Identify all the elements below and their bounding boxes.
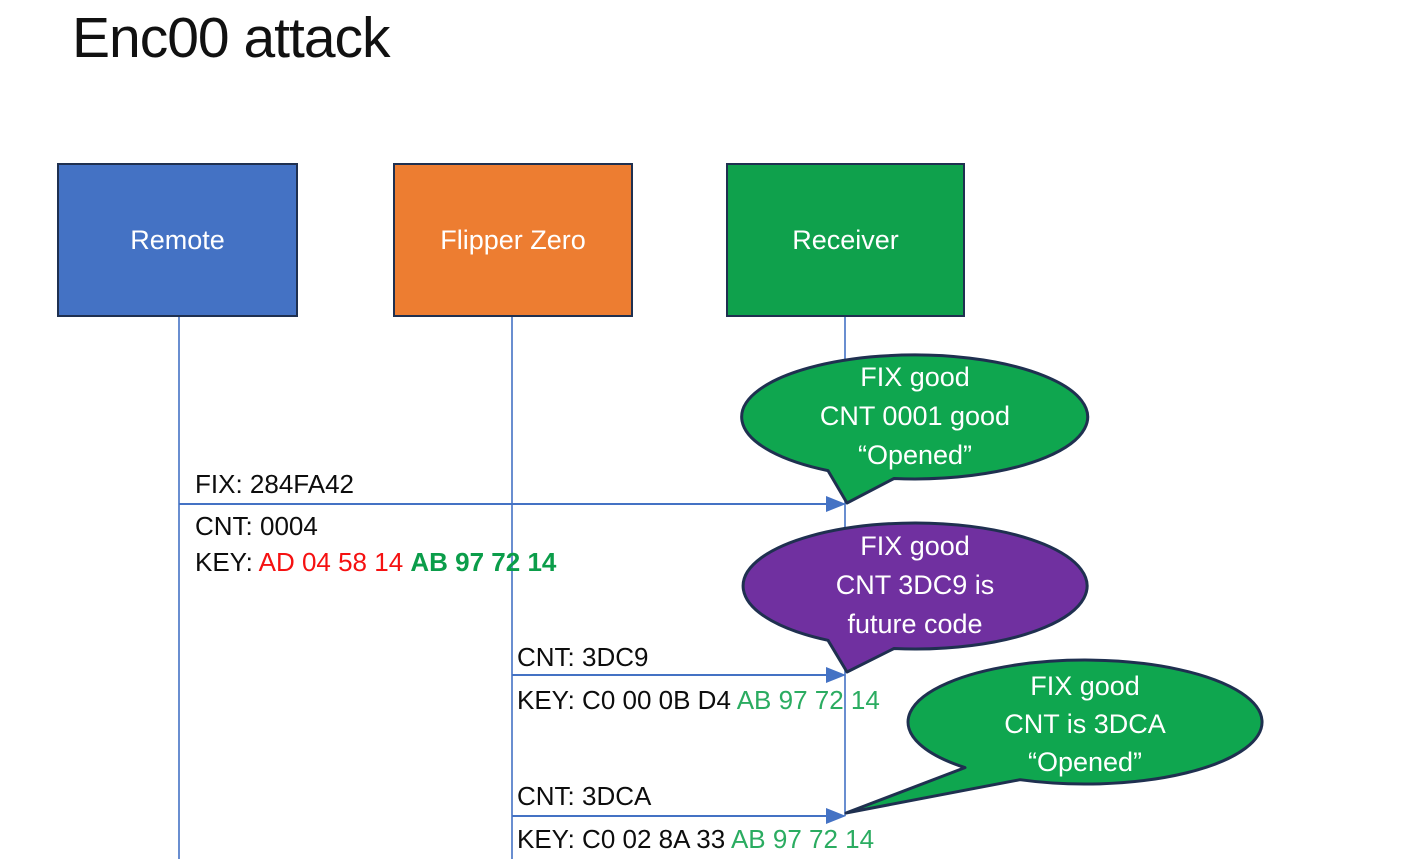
message-3-cnt-label: CNT: 3DCA	[517, 781, 652, 811]
callout-2-line-1: FIX good	[860, 531, 970, 561]
actor-box-flipper-zero: Flipper Zero	[393, 163, 633, 317]
message-2-key-fixed-part: AB 97 72 14	[736, 685, 880, 715]
message-2-cnt-label: CNT: 3DC9	[517, 642, 649, 672]
message-3-key-label: KEY: C0 02 8A 33 AB 97 72 14	[517, 824, 874, 854]
message-3-key-fixed-part: AB 97 72 14	[730, 824, 875, 854]
callout-2-text: FIX good CNT 3DC9 is future code	[743, 527, 1087, 644]
callout-3-line-3: “Opened”	[1027, 747, 1143, 777]
message-1-arrowhead-icon	[826, 496, 846, 512]
callout-3-text: FIX good CNT is 3DCA “Opened”	[908, 667, 1262, 781]
callout-3-shape	[844, 658, 1264, 815]
message-3-key-prefix: KEY: C0 02 8A 33	[517, 824, 731, 854]
message-2-key-prefix: KEY: C0 00 0B D4	[517, 685, 737, 715]
callout-3-line-1: FIX good	[1030, 671, 1140, 701]
actor-box-remote: Remote	[57, 163, 298, 317]
message-1-key-prefix: KEY:	[195, 547, 259, 577]
message-1-cnt-label: CNT: 0004	[195, 511, 318, 541]
actor-box-receiver: Receiver	[726, 163, 965, 317]
callout-2-shape	[741, 521, 1089, 674]
actor-label-remote: Remote	[130, 224, 225, 255]
actor-label-receiver: Receiver	[792, 224, 899, 255]
callout-2-line-3: future code	[847, 609, 983, 639]
message-1-key-label: KEY: AD 04 58 14 AB 97 72 14	[195, 547, 556, 577]
message-1-key-rolling-part: AD 04 58 14	[258, 547, 411, 577]
message-1-fix-label: FIX: 284FA42	[195, 469, 354, 499]
slide-title: Enc00 attack	[72, 6, 391, 70]
callout-1-line-3: “Opened”	[857, 440, 973, 470]
actor-label-flipper-zero: Flipper Zero	[440, 224, 586, 255]
callout-1-line-1: FIX good	[860, 362, 970, 392]
message-3-arrowhead-icon	[826, 808, 846, 824]
message-2-key-label: KEY: C0 00 0B D4 AB 97 72 14	[517, 685, 880, 715]
callout-1-shape	[740, 353, 1090, 505]
callout-2-line-2: CNT 3DC9 is	[835, 570, 995, 600]
message-1-key-fixed-part: AB 97 72 14	[410, 547, 557, 577]
callout-1-line-2: CNT 0001 good	[819, 401, 1011, 431]
callout-3-line-2: CNT is 3DCA	[1004, 709, 1166, 739]
message-2-arrowhead-icon	[826, 667, 846, 683]
callout-1-text: FIX good CNT 0001 good “Opened”	[742, 358, 1088, 475]
